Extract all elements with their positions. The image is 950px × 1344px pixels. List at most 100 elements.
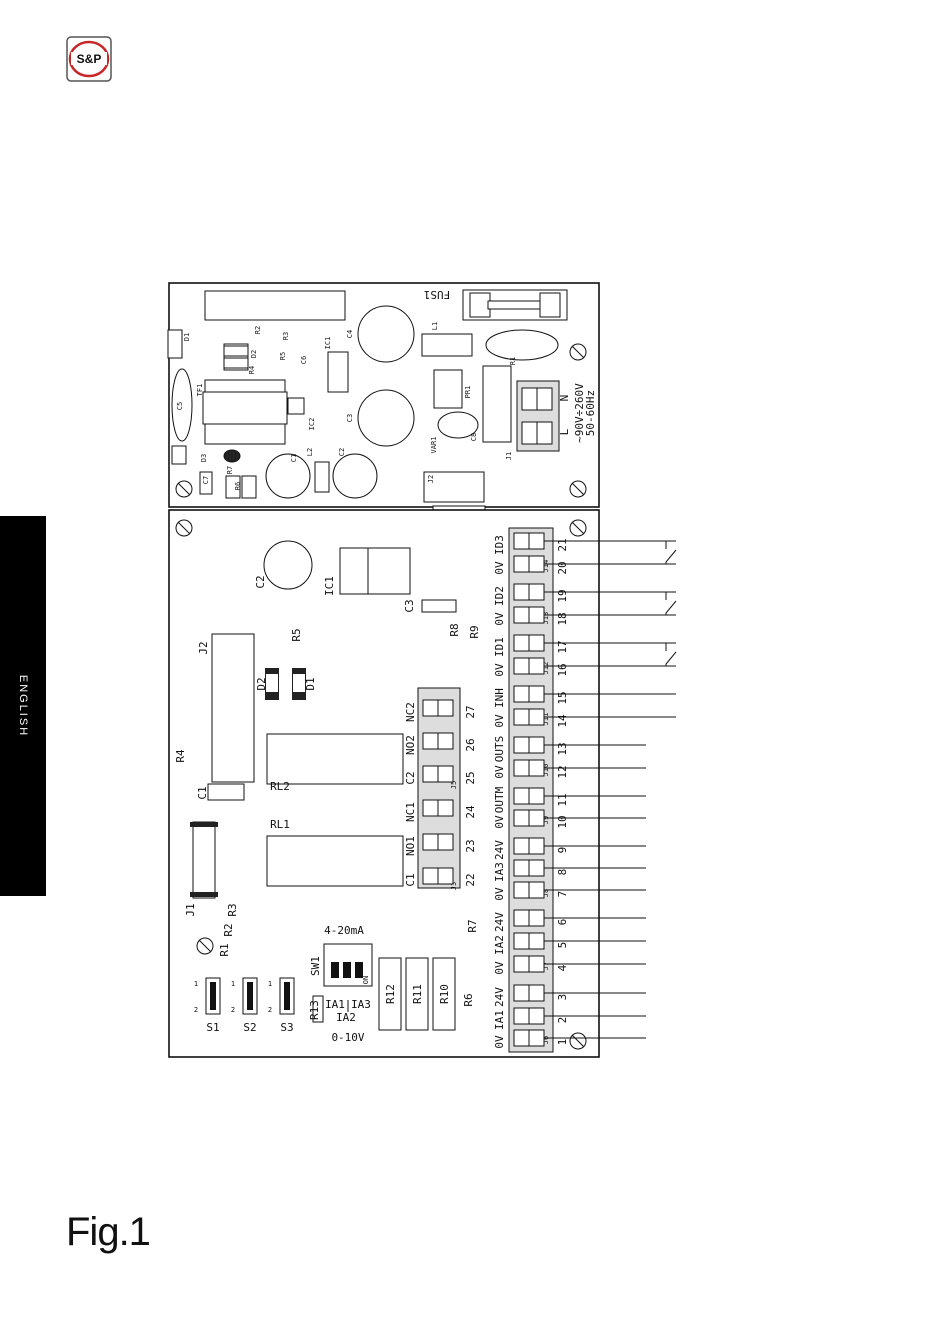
power-component-r1: R1 — [509, 357, 517, 365]
relay-terminal-number: 23 — [464, 839, 477, 852]
terminal-number: 17 — [556, 640, 569, 653]
relay-terminal-number: 25 — [464, 771, 477, 784]
control-component-r2: R2 — [222, 923, 235, 936]
terminal-box — [513, 708, 530, 726]
connector-label: J11 — [542, 713, 550, 726]
power-component-r6: R6 — [234, 482, 242, 490]
terminal-screw — [528, 984, 545, 1002]
terminal-signal-label: ID3 — [493, 535, 506, 555]
terminal-number: 8 — [556, 869, 569, 876]
jumper-label: S1 — [206, 1021, 219, 1034]
terminal-screw — [528, 555, 545, 573]
logo-text: S&P — [77, 52, 102, 66]
language-tab: ENGLISH — [0, 516, 46, 896]
connector-label: J14 — [542, 560, 550, 573]
control-component-r4: R4 — [174, 749, 187, 763]
control-component-r7: R7 — [466, 919, 479, 932]
terminal-number: 6 — [556, 919, 569, 926]
connector-label: J8 — [542, 889, 550, 897]
contact-switch — [544, 642, 677, 666]
control-component-c3: C3 — [403, 599, 416, 612]
relay-terminal-label: C2 — [404, 771, 417, 784]
terminal-number: 3 — [556, 994, 569, 1001]
terminal-screw — [528, 837, 545, 855]
terminal-box — [513, 984, 530, 1002]
figure-caption: Fig.1 — [66, 1210, 151, 1254]
jumper-label: S3 — [280, 1021, 293, 1034]
jumper-pin-1: 1 — [231, 980, 235, 988]
terminal-number: 12 — [556, 765, 569, 778]
control-component-r9: R9 — [468, 625, 481, 638]
terminal-number: 2 — [556, 1017, 569, 1024]
terminal-screw — [528, 1007, 545, 1025]
relay-terminal-number: 27 — [464, 705, 477, 718]
control-component-d1: D1 — [304, 677, 317, 690]
power-component-c1: C1 — [290, 454, 298, 462]
power-component-r5: R5 — [279, 352, 287, 360]
contact-switch — [544, 591, 677, 615]
terminal-screw — [528, 955, 545, 973]
control-component-r13: R13 — [308, 1000, 321, 1020]
terminal-signal-label: 24V — [493, 912, 506, 932]
relay-terminal-number: 22 — [464, 873, 477, 886]
terminal-box — [513, 787, 530, 805]
terminal-screw — [528, 532, 545, 550]
terminal-signal-label: ID2 — [493, 586, 506, 606]
terminal-screw — [528, 583, 545, 601]
terminal-signal-label: 24V — [493, 987, 506, 1007]
terminal-signal-label: 0V — [493, 961, 506, 975]
supply-voltage-label: ~90V÷260V — [573, 383, 586, 443]
terminal-box — [513, 606, 530, 624]
terminal-box — [513, 932, 530, 950]
power-component-j1: J1 — [505, 452, 513, 460]
terminal-number: 16 — [556, 663, 569, 676]
terminal-signal-label: OUTS — [493, 736, 506, 763]
power-component-d3: D3 — [200, 454, 208, 462]
relay-terminal-box — [422, 732, 439, 750]
power-component-pr1: PR1 — [464, 386, 472, 399]
control-component-d2: D2 — [255, 677, 268, 690]
control-component-rl2: RL2 — [270, 780, 290, 793]
terminal-number: 21 — [556, 538, 569, 551]
power-component-c3: C3 — [346, 414, 354, 422]
control-component-ic1: IC1 — [323, 576, 336, 596]
terminal-box — [513, 1007, 530, 1025]
control-component-r3: R3 — [226, 903, 239, 916]
contact-switch — [544, 540, 677, 564]
jumper-pin-2: 2 — [268, 1006, 272, 1014]
terminal-number: 9 — [556, 847, 569, 854]
relay-terminal-label: NO2 — [404, 735, 417, 755]
terminal-n-label: N — [558, 395, 571, 402]
control-component-r11: R11 — [411, 984, 424, 1004]
terminal-screw — [528, 909, 545, 927]
power-component-d1: D1 — [183, 333, 191, 341]
terminal-signal-label: ID1 — [493, 637, 506, 657]
terminal-number: 1 — [556, 1039, 569, 1046]
connector-label: J9 — [542, 816, 550, 824]
terminal-signal-label: IA1 — [493, 1010, 506, 1030]
terminal-signal-label: 0V — [493, 765, 506, 779]
terminal-box — [513, 685, 530, 703]
terminal-signal-label: 0V — [493, 887, 506, 901]
terminal-screw — [528, 881, 545, 899]
terminal-screw — [528, 736, 545, 754]
terminal-box — [513, 809, 530, 827]
power-component-l1: L1 — [431, 322, 439, 330]
control-component-rl1: RL1 — [270, 818, 290, 831]
jumper-pin-1: 1 — [194, 980, 198, 988]
power-component-c4: C4 — [346, 330, 354, 338]
terminal-box — [513, 657, 530, 675]
relay-terminal-label: NC2 — [404, 702, 417, 722]
relay-terminal-box — [422, 699, 439, 717]
control-component-sw1: SW1 — [309, 956, 322, 976]
terminal-screw — [528, 787, 545, 805]
terminal-screw — [528, 657, 545, 675]
switch-input-ia2: IA2 — [336, 1011, 356, 1024]
terminal-box — [513, 955, 530, 973]
control-component-c1: C1 — [196, 786, 209, 799]
connector-label: J10 — [542, 764, 550, 777]
switch-on-label: ON — [362, 976, 370, 984]
power-component-ic2: IC2 — [308, 418, 316, 431]
power-component-r3: R3 — [282, 332, 290, 340]
terminal-screw — [528, 708, 545, 726]
